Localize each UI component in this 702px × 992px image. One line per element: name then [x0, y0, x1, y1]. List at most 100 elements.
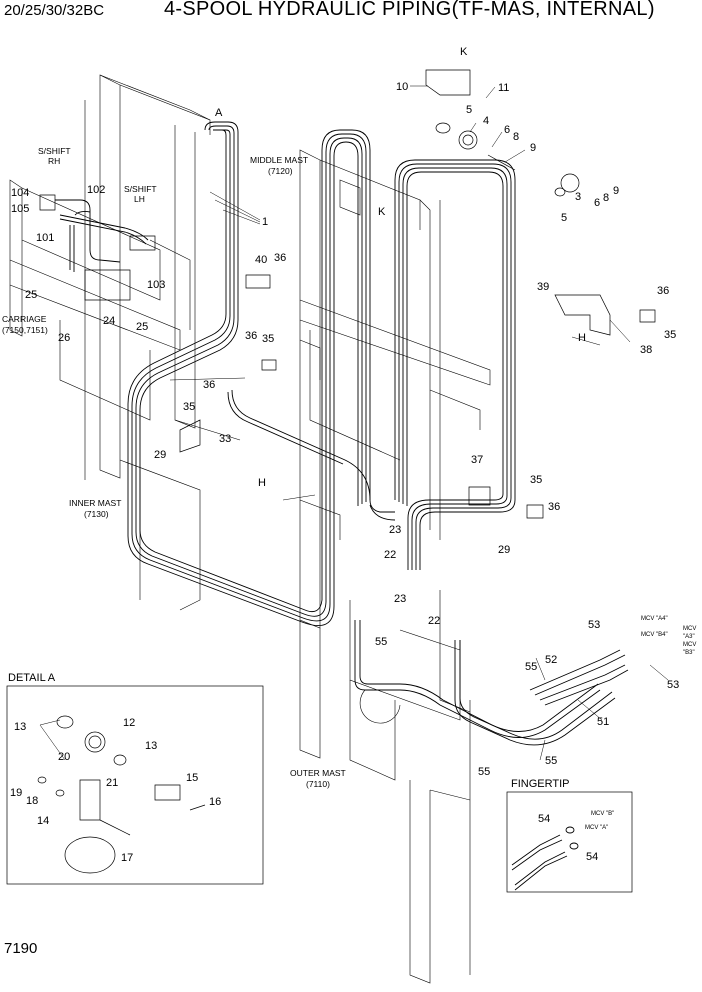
part-20: 20: [58, 751, 70, 763]
outer-mast-frame: [299, 590, 471, 984]
part-39: 39: [537, 281, 549, 293]
view-h-label: H: [578, 332, 586, 344]
part-15: 15: [186, 772, 198, 784]
sshift-rh-label-2: RH: [48, 156, 60, 166]
hose-outer-lower: [354, 620, 629, 746]
view-h-label-2: H: [258, 477, 266, 489]
outer-mast-label: OUTER MAST: [290, 768, 346, 778]
part-12: 12: [123, 717, 135, 729]
part-17: 17: [121, 852, 133, 864]
part-24: 24: [103, 315, 115, 327]
mcv-b-label: MCV "B": [591, 811, 614, 817]
part-101: 101: [36, 232, 54, 244]
mast-frames: [9, 74, 491, 984]
part-29a: 29: [154, 449, 166, 461]
part-25b: 25: [136, 321, 148, 333]
part-11: 11: [498, 82, 509, 94]
bracket-37: [468, 486, 491, 506]
part-102: 102: [87, 184, 105, 196]
hydraulic-hoses: [55, 121, 629, 746]
part-14: 14: [37, 815, 49, 827]
middle-mast-code: (7120): [268, 166, 293, 176]
part-51: 51: [597, 716, 609, 728]
pulley-3: [560, 173, 580, 193]
part-8a: 8: [513, 131, 519, 143]
part-4: 4: [483, 115, 489, 127]
inner-mast-frame: [84, 74, 241, 611]
part-5b: 5: [561, 212, 567, 224]
page-title: 4-SPOOL HYDRAULIC PIPING(TF-MAS, INTERNA…: [164, 0, 655, 20]
part-36d: 36: [548, 501, 560, 513]
fitting-104: [39, 194, 56, 211]
outer-mast-code: (7110): [306, 779, 330, 789]
view-k-label-2: K: [378, 206, 386, 218]
part-35c: 35: [530, 474, 542, 486]
part-104: 104: [11, 187, 29, 199]
part-1: 1: [262, 216, 268, 228]
fitting-5: [435, 122, 451, 134]
mcv-a3-label-2: "A3": [683, 634, 695, 640]
part-6b: 6: [594, 197, 600, 209]
bracket-h: [554, 294, 611, 336]
part-54b: 54: [586, 851, 598, 863]
part-10: 10: [396, 81, 408, 93]
part-55a: 55: [375, 636, 387, 648]
part-54a: 54: [538, 813, 550, 825]
part-35d: 35: [664, 329, 676, 341]
clamp-40: [245, 274, 271, 289]
part-33: 33: [219, 433, 231, 445]
middle-mast-label: MIDDLE MAST: [250, 155, 308, 165]
part-8b: 8: [603, 192, 609, 204]
part-22b: 22: [428, 615, 440, 627]
part-13a: 13: [14, 721, 26, 733]
part-9a: 9: [530, 142, 536, 154]
part-38: 38: [640, 344, 652, 356]
hose-loop-middle-mast-left: [227, 129, 395, 513]
part-21: 21: [106, 777, 118, 789]
hose-loop-inner-mast: [127, 121, 335, 626]
part-36c: 36: [203, 379, 215, 391]
part-55d: 55: [545, 755, 557, 767]
clamp-35-mid: [526, 504, 544, 519]
mcv-b3-label-2: "B3": [683, 650, 695, 656]
part-36b: 36: [245, 330, 257, 342]
part-25a: 25: [25, 289, 37, 301]
hardware-parts: [39, 69, 656, 519]
part-numbers: 1 3 4 5 5 6 6 8 8 9 9 10 11 12 13 13 14 …: [10, 81, 679, 864]
fitting-103: [129, 235, 156, 251]
part-36e: 36: [657, 285, 669, 297]
view-k-label: K: [460, 46, 468, 58]
inner-mast-code: (7130): [84, 509, 109, 519]
mcv-a-label: MCV "A": [585, 825, 608, 831]
leader-lines: [39, 85, 669, 761]
part-55b: 55: [525, 661, 537, 673]
mcv-b4-label: MCV "B4": [641, 632, 668, 638]
bolt-9: [487, 154, 516, 171]
view-a-label: A: [215, 107, 223, 119]
part-37: 37: [471, 454, 483, 466]
bracket-33: [179, 419, 201, 453]
page-number: 7190: [4, 940, 38, 957]
clamp-35-left: [261, 359, 277, 371]
part-9b: 9: [613, 185, 619, 197]
part-103: 103: [147, 279, 165, 291]
detail-a-panel: [6, 685, 264, 885]
part-53a: 53: [588, 619, 600, 631]
mcv-b3-label-1: MCV: [683, 642, 696, 648]
part-105: 105: [11, 203, 29, 215]
part-52: 52: [545, 654, 557, 666]
part-35b: 35: [183, 401, 195, 413]
part-23b: 23: [394, 593, 406, 605]
bracket-k: [425, 69, 471, 96]
detail-a-title: DETAIL A: [8, 672, 56, 684]
hose-carriage: [55, 199, 149, 272]
model-codes: 20/25/30/32BC: [4, 2, 105, 19]
sshift-lh-label-2: LH: [134, 194, 145, 204]
callouts: A K K H H MIDDLE MAST (7120) INNER MAST …: [2, 46, 696, 831]
fingertip-panel: [506, 791, 633, 893]
part-6a: 6: [504, 124, 510, 136]
part-16: 16: [209, 796, 221, 808]
part-55c: 55: [478, 766, 490, 778]
sshift-lh-label-1: S/SHIFT: [124, 184, 157, 194]
